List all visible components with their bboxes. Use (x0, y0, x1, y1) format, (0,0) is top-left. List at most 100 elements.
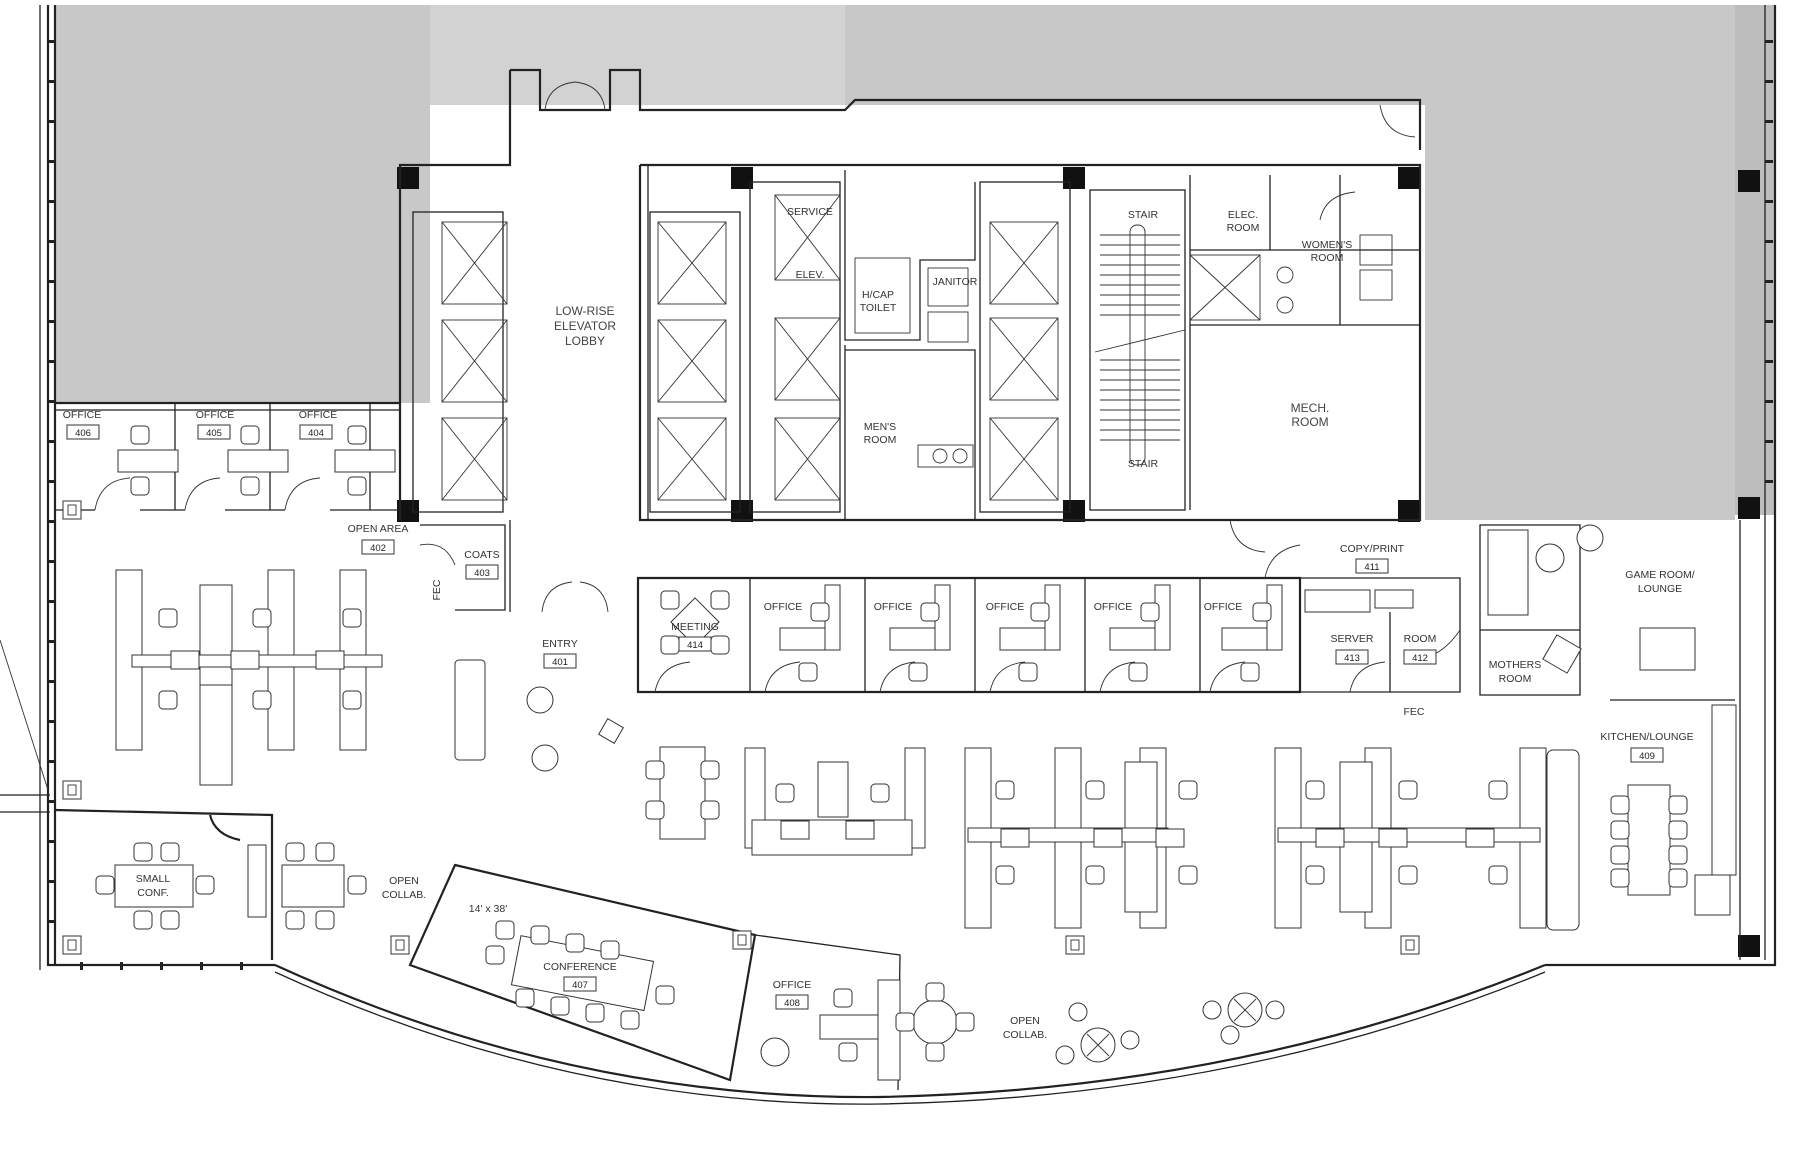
chair (285, 910, 305, 930)
mullion-tick (47, 200, 55, 203)
mullion-tick (240, 962, 243, 970)
low-rise-lobby-label-3: LOBBY (565, 334, 605, 348)
chair (252, 608, 272, 628)
sofa (1546, 749, 1580, 931)
shaded-area-northeast (845, 5, 1735, 105)
floor-box (732, 930, 752, 950)
office-row-label-4: OFFICE (1094, 601, 1133, 613)
floor-box-inner (67, 939, 77, 951)
chair (710, 590, 730, 610)
chair (1085, 780, 1105, 800)
mullion-tick (47, 640, 55, 643)
chair (600, 940, 620, 960)
mullion-tick (47, 680, 55, 683)
office-row-label-2: OFFICE (874, 601, 913, 613)
chair (810, 602, 830, 622)
office-row-label-3: OFFICE (986, 601, 1025, 613)
printer (1374, 589, 1414, 609)
kitchen-label: KITCHEN/LOUNGE (1600, 731, 1693, 743)
coats-number: 403 (474, 568, 490, 579)
lounge-chair (1576, 524, 1604, 552)
office-406-number: 406 (75, 428, 91, 439)
stair (1089, 189, 1186, 511)
desk (199, 584, 233, 686)
open-collab-1-label-1: OPEN (389, 875, 419, 887)
chair (1610, 845, 1630, 865)
mullion-tick (47, 760, 55, 763)
conference-number: 407 (572, 980, 588, 991)
chair (870, 783, 890, 803)
stool (1220, 1025, 1240, 1045)
mothers-room-label-2: ROOM (1499, 673, 1532, 685)
mullion-tick (47, 480, 55, 483)
chair (1018, 662, 1038, 682)
cafe-table-mark (1233, 998, 1257, 1022)
floor-box (1065, 935, 1085, 955)
chair (342, 690, 362, 710)
mullion-tick (47, 40, 55, 43)
office-408-label: OFFICE (773, 979, 812, 991)
monitor (1000, 828, 1030, 848)
conference-label: CONFERENCE (543, 961, 617, 973)
chair (700, 760, 720, 780)
chair (1178, 780, 1198, 800)
monitor (1378, 828, 1408, 848)
monitor (1315, 828, 1345, 848)
monitor (1155, 828, 1185, 848)
chair (660, 590, 680, 610)
mullion-tick (80, 962, 83, 970)
elec-room-label-2: ROOM (1227, 222, 1260, 234)
chair (1610, 868, 1630, 888)
office-row-label-5: OFFICE (1204, 601, 1243, 613)
floor-box-inner (67, 784, 77, 796)
chair (710, 635, 730, 655)
game-room-label-1: GAME ROOM/ (1625, 569, 1695, 581)
conference-table (510, 935, 655, 1012)
monitor (845, 820, 875, 840)
floor-box (62, 500, 82, 520)
monitor (315, 650, 345, 670)
shaded-area-east (1425, 100, 1735, 520)
chair (645, 800, 665, 820)
copy-print-label: COPY/PRINT (1340, 543, 1405, 555)
office-404-label: OFFICE (299, 409, 338, 421)
office-desk (117, 449, 179, 473)
conference-table (114, 864, 194, 908)
fec-tag-1: FEC (431, 579, 443, 600)
chair (315, 842, 335, 862)
chair (347, 476, 367, 496)
desk (199, 684, 233, 786)
core-labels: LOW-RISE ELEVATOR LOBBY SERVICE ELEV. H/… (554, 206, 1352, 470)
lobby-chair (526, 686, 554, 714)
room-412-number: 412 (1412, 653, 1428, 664)
chair (920, 602, 940, 622)
chair (700, 800, 720, 820)
lobby-bench (454, 659, 486, 761)
hcap-toilet-label-1: H/CAP (862, 289, 894, 301)
floor-box-inner (1070, 939, 1080, 951)
small-conf-label-1: SMALL (136, 873, 171, 885)
hcap-toilet-label-2: TOILET (860, 302, 897, 314)
mullion-tick (1765, 120, 1773, 123)
open-area-label: OPEN AREA (348, 523, 409, 535)
womens-room-label-1: WOMEN'S (1302, 239, 1352, 251)
mullion-tick (47, 440, 55, 443)
chair (160, 910, 180, 930)
entry-label: ENTRY (542, 638, 577, 650)
desk (817, 761, 849, 818)
office-405-label: OFFICE (196, 409, 235, 421)
chair (660, 635, 680, 655)
collab-table (281, 864, 345, 908)
service-elev-label-1: SERVICE (787, 206, 833, 218)
mullion-tick (47, 800, 55, 803)
mullion-tick (160, 962, 163, 970)
mullion-tick (1765, 80, 1773, 83)
mullion-tick (47, 320, 55, 323)
mullion-tick (120, 962, 123, 970)
floor-box-inner (737, 934, 747, 946)
coats-label: COATS (464, 549, 499, 561)
mullion-tick (1765, 440, 1773, 443)
chair (1488, 865, 1508, 885)
low-rise-lobby-label-2: ELEVATOR (554, 319, 616, 333)
